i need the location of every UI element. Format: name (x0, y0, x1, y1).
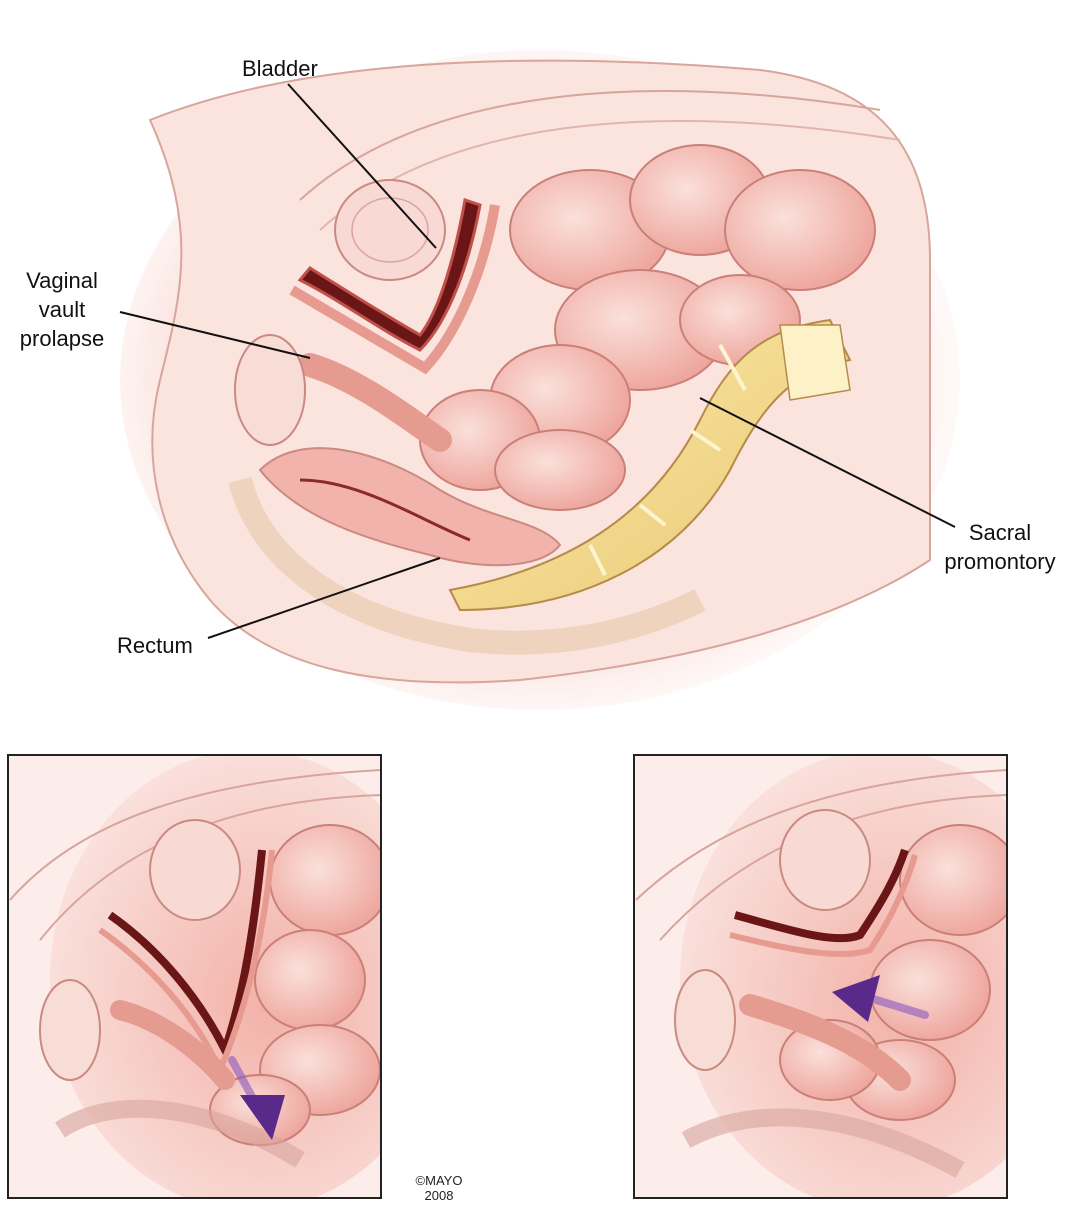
label-line: promontory (934, 547, 1066, 576)
main-figure (120, 50, 960, 710)
rectum-label: Rectum (117, 631, 193, 660)
label-line: vault (14, 295, 110, 324)
pubic-bone (235, 335, 305, 445)
copyright-line: ©MAYO (404, 1173, 474, 1188)
bladder (780, 810, 870, 910)
label-line: prolapse (14, 324, 110, 353)
pubic-bone (40, 980, 100, 1080)
sacral-promontory-label: Sacral promontory (934, 518, 1066, 576)
inset-panel-left (8, 750, 450, 1205)
label-line: Vaginal (14, 266, 110, 295)
vaginal-vault-prolapse-label: Vaginal vault prolapse (14, 266, 110, 353)
copyright-line: 2008 (404, 1188, 474, 1203)
inset-panel-right (634, 750, 1071, 1205)
bladder-label: Bladder (242, 54, 318, 83)
label-line: Sacral (934, 518, 1066, 547)
copyright-notice: ©MAYO 2008 (404, 1173, 474, 1203)
pubic-bone (675, 970, 735, 1070)
bladder (150, 820, 240, 920)
bladder (335, 180, 445, 280)
